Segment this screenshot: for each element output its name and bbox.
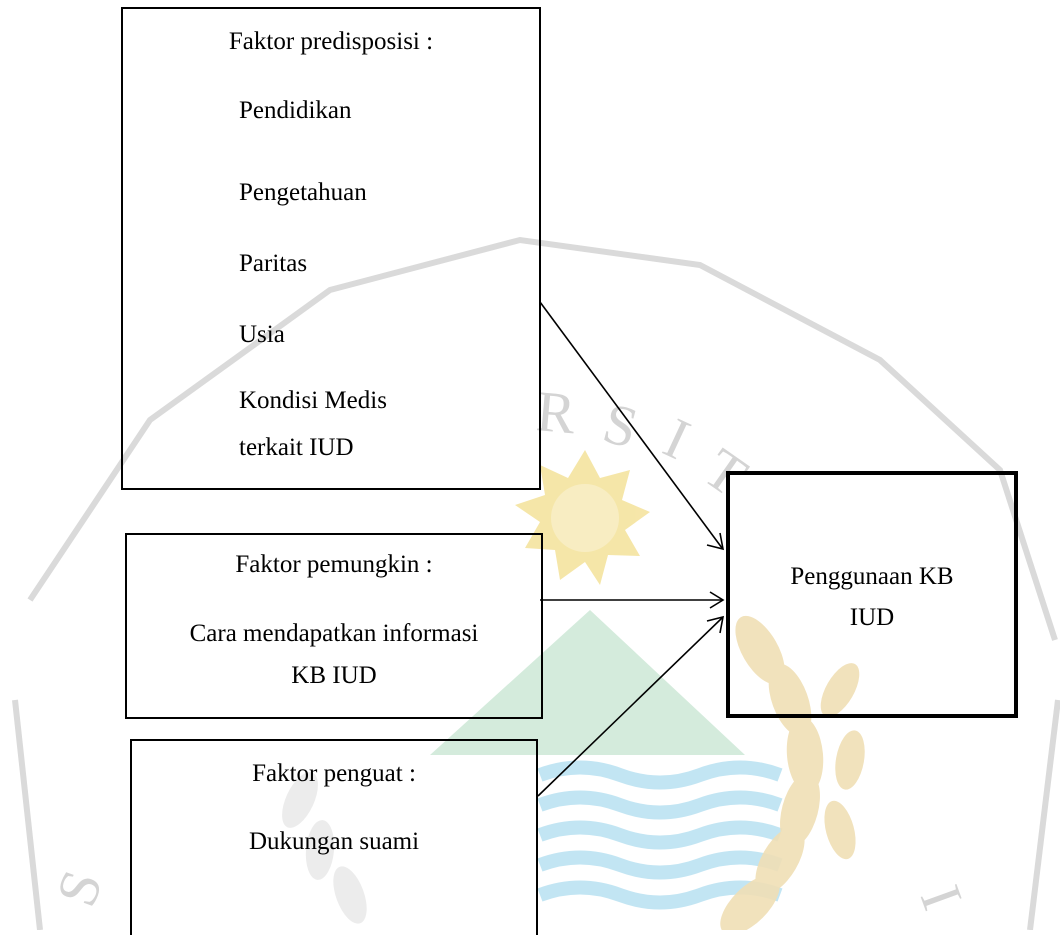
reinforcing-factor-item: Dukungan suami xyxy=(248,828,420,855)
seal-outer-ring xyxy=(12,236,1060,930)
predisposing-item: Pengetahuan xyxy=(239,179,367,206)
predisposing-factors-box xyxy=(121,7,541,490)
enabling-factor-line: Cara mendapatkan informasi xyxy=(189,620,479,647)
outcome-box xyxy=(726,471,1018,718)
predisposing-factors-title: Faktor predisposisi : xyxy=(228,28,434,55)
predisposing-item: Pendidikan xyxy=(239,97,352,124)
predisposing-item: Paritas xyxy=(239,250,308,277)
outcome-line: IUD xyxy=(849,604,895,631)
enabling-factors-title: Faktor pemungkin : xyxy=(235,551,433,578)
predisposing-item: terkait IUD xyxy=(239,434,354,461)
seal-water-icon xyxy=(537,760,783,910)
predisposing-item: Usia xyxy=(239,321,285,348)
arrow-head-reinforcing xyxy=(706,615,725,634)
arrow-head-enabling xyxy=(709,591,725,609)
outcome-line: Penggunaan KB xyxy=(790,563,954,590)
reinforcing-factors-box xyxy=(130,739,538,935)
enabling-factors-box xyxy=(125,533,543,719)
seal-wreath-left-icon xyxy=(282,772,367,924)
arrow-head-predisposing xyxy=(706,532,725,551)
arrow-reinforcing-to-outcome xyxy=(537,617,723,797)
seal-wreath-icon xyxy=(720,615,865,930)
arrow-predisposing-to-outcome xyxy=(539,301,723,549)
predisposing-item: Kondisi Medis xyxy=(239,387,387,414)
reinforcing-factors-title: Faktor penguat : xyxy=(252,760,416,787)
enabling-factor-line: KB IUD xyxy=(291,662,377,689)
seal-sun-icon xyxy=(515,450,650,585)
seal-letter: R xyxy=(534,378,579,446)
